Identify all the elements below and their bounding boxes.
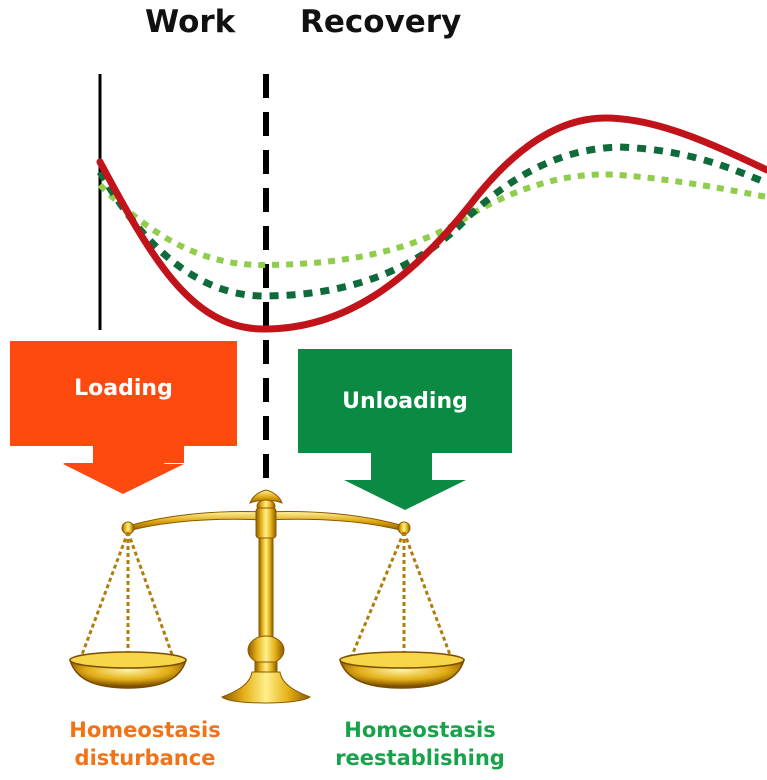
unloading-arrow: [298, 349, 512, 510]
recovery-phase-label: Recovery: [300, 4, 462, 40]
homeostasis-reestablishing-caption: Homeostasis reestablishing: [320, 716, 520, 772]
light-dotted-curve: [97, 171, 767, 269]
left-caption-line-2: disturbance: [74, 746, 216, 770]
loading-arrow-label: Loading: [74, 376, 173, 401]
right-caption-line-2: reestablishing: [335, 746, 505, 770]
loading-arrow-head: [63, 464, 184, 494]
solid-curve: [96, 114, 767, 333]
unloading-arrow-label: Unloading: [342, 389, 468, 414]
work-phase-label: Work: [145, 4, 236, 40]
loading-arrow: [10, 341, 237, 493]
right-caption-line-1: Homeostasis: [344, 718, 496, 742]
dark-dotted-curve: [96, 143, 767, 300]
left-caption-line-1: Homeostasis: [69, 718, 221, 742]
balance-scale-icon: [68, 489, 466, 704]
homeostasis-disturbance-caption: Homeostasis disturbance: [50, 716, 240, 772]
